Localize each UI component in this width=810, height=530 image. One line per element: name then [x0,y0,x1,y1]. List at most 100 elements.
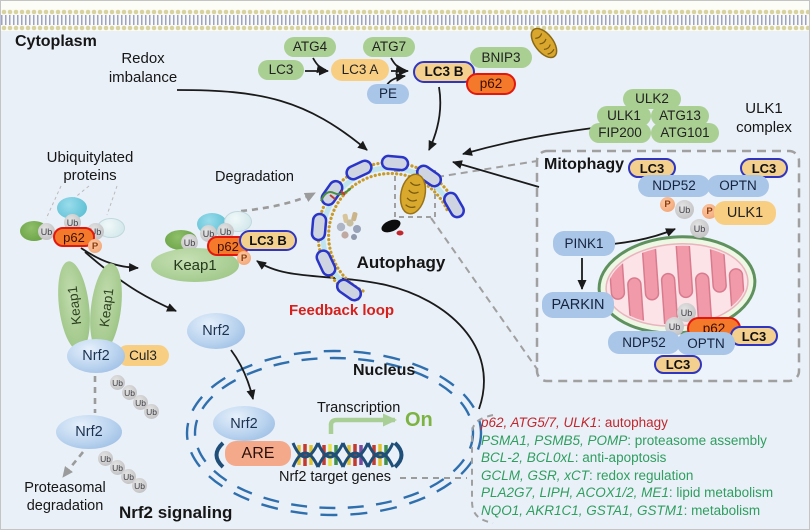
pill-ndp52: NDP52 [608,331,680,354]
transcription-on-label: On [405,409,433,431]
redox-imbalance-label: Redox imbalance [108,50,178,86]
pill-optn: OPTN [707,175,769,197]
ubiquitylated-proteins-label: Ubiquitylated proteins [46,149,134,184]
pill-ulk2: ULK2 [623,89,681,109]
ulk1-complex-label: ULK1 complex [736,100,792,136]
gene-category: : proteasome assembly [627,432,767,448]
pill-fip200: FIP200 [589,123,651,143]
ub-tag: Ub [690,219,709,238]
pill-p62-autophagy: p62 [466,73,516,95]
gene-list-item: NQO1, AKR1C1, GSTA1, GSTM1: metabolism [481,502,773,520]
protein-blob-cyan [57,197,87,219]
pill-lc3b-keap1: LC3 B [239,230,297,251]
nrf2-oval-bound: Nrf2 [67,339,125,373]
dna-helix [214,441,404,469]
dashed-links [45,185,467,479]
gene-list-item: p62, ATG5/7, ULK1: autophagy [481,414,773,432]
ub-tag: Ub [122,385,137,400]
feedback-loop-label: Feedback loop [289,302,395,319]
mitochondrion-large [597,235,757,335]
pill-pink1: PINK1 [553,231,615,256]
autophagy-label: Autophagy [356,253,446,272]
ub-tag: Ub [132,478,147,493]
pill-lc3-mitophagy: LC3 [654,355,702,374]
nrf2-target-gene-list: p62, ATG5/7, ULK1: autophagy PSMA1, PSMB… [481,414,773,520]
ub-tag: Ub [675,200,694,219]
pill-p62-cargo: p62 [53,227,95,247]
ub-tag: Ub [64,214,81,231]
plasma-membrane [1,9,809,31]
ub-tag: Ub [133,395,148,410]
ub-tag: Ub [98,451,113,466]
phospho-tag: P [702,204,717,219]
gene-list-item: BCL-2, BCL0xL: anti-apoptosis [481,449,773,467]
gene-list-item: PLA2G7, LIPH, ACOX1/2, ME1: lipid metabo… [481,484,773,502]
gene-list-item: GCLM, GSR, xCT: redox regulation [481,467,773,485]
gene-names: GCLM, GSR, xCT [481,467,590,483]
gene-category: : redox regulation [589,467,694,483]
pill-atg101: ATG101 [651,123,719,143]
ub-tag: Ub [38,223,55,240]
figure-top-margin [1,1,809,9]
pill-lc3: LC3 [258,60,304,80]
pill-bnip3: BNIP3 [470,47,532,68]
pill-ulk1-mitophagy: ULK1 [714,201,776,225]
phospho-tag: P [237,251,251,265]
phospho-tag: P [88,239,102,253]
gene-list-item: PSMA1, PSMB5, POMP: proteasome assembly [481,432,773,450]
pill-lc3b: LC3 B [413,61,475,83]
gene-names: PLA2G7, LIPH, ACOX1/2, ME1 [481,485,669,501]
ub-tag: Ub [121,469,136,484]
nrf2-signaling-label: Nrf2 signaling [119,503,233,522]
gene-names: NQO1, AKR1C1, GSTA1, GSTM1 [481,502,684,518]
nucleus-label: Nucleus [353,362,416,379]
ub-tag: Ub [110,375,125,390]
pill-lc3-mitophagy: LC3 [628,158,676,178]
transcription-label: Transcription [317,400,401,416]
ub-tag: Ub [677,303,696,322]
ub-tag: Ub [217,223,234,240]
cargo-dna-fragment [320,187,352,202]
signal-arrows [80,57,676,410]
ub-tag: Ub [181,234,198,251]
gene-category: : anti-apoptosis [574,450,667,466]
mitochondrion-icon [530,27,558,59]
gene-names: BCL-2, BCL0xL [481,450,575,466]
mitophagy-label: Mitophagy [544,156,624,173]
pill-ndp52: NDP52 [638,175,710,197]
pill-atg4: ATG4 [284,37,336,57]
phospho-tag: P [660,197,675,212]
nrf2-oval-free: Nrf2 [187,313,245,349]
gene-names: p62, ATG5/7, ULK1 [481,415,598,430]
cargo-protein-aggregate [336,212,361,240]
ub-tag: Ub [144,404,159,419]
nucleus-envelope [185,349,483,517]
transcription-arrow [328,413,397,434]
gene-category: : lipid metabolism [668,485,774,501]
cytoplasm-label: Cytoplasm [15,33,97,50]
proteasomal-degradation-label: Proteasomal degradation [24,480,106,514]
pill-optn: OPTN [677,332,735,355]
inset-connector-lines [430,160,538,370]
gene-list-brace [470,414,494,524]
lc3-membrane-units [310,154,465,302]
cargo-debris [381,219,404,236]
pill-cul3: Cul3 [117,345,169,366]
gene-category: : metabolism [683,502,761,518]
nrf2-oval-nucleus: Nrf2 [213,406,275,441]
pill-atg7: ATG7 [363,37,415,57]
pill-pe: PE [367,84,409,104]
ub-tag: Ub [110,460,125,475]
gene-names: PSMA1, PSMB5, POMP [481,432,628,448]
gene-category: : autophagy [597,415,668,430]
degradation-label: Degradation [215,169,294,185]
pill-ulk1-complex: ULK1 [597,106,651,126]
pill-atg13: ATG13 [651,106,709,126]
pill-lc3a: LC3 A [331,59,389,81]
pill-are: ARE [225,441,291,466]
pill-parkin: PARKIN [542,292,614,318]
pill-p62-keap1: p62 [207,236,249,256]
nrf2-target-genes-label: Nrf2 target genes [279,469,392,485]
pill-lc3-mitophagy: LC3 [730,326,778,346]
